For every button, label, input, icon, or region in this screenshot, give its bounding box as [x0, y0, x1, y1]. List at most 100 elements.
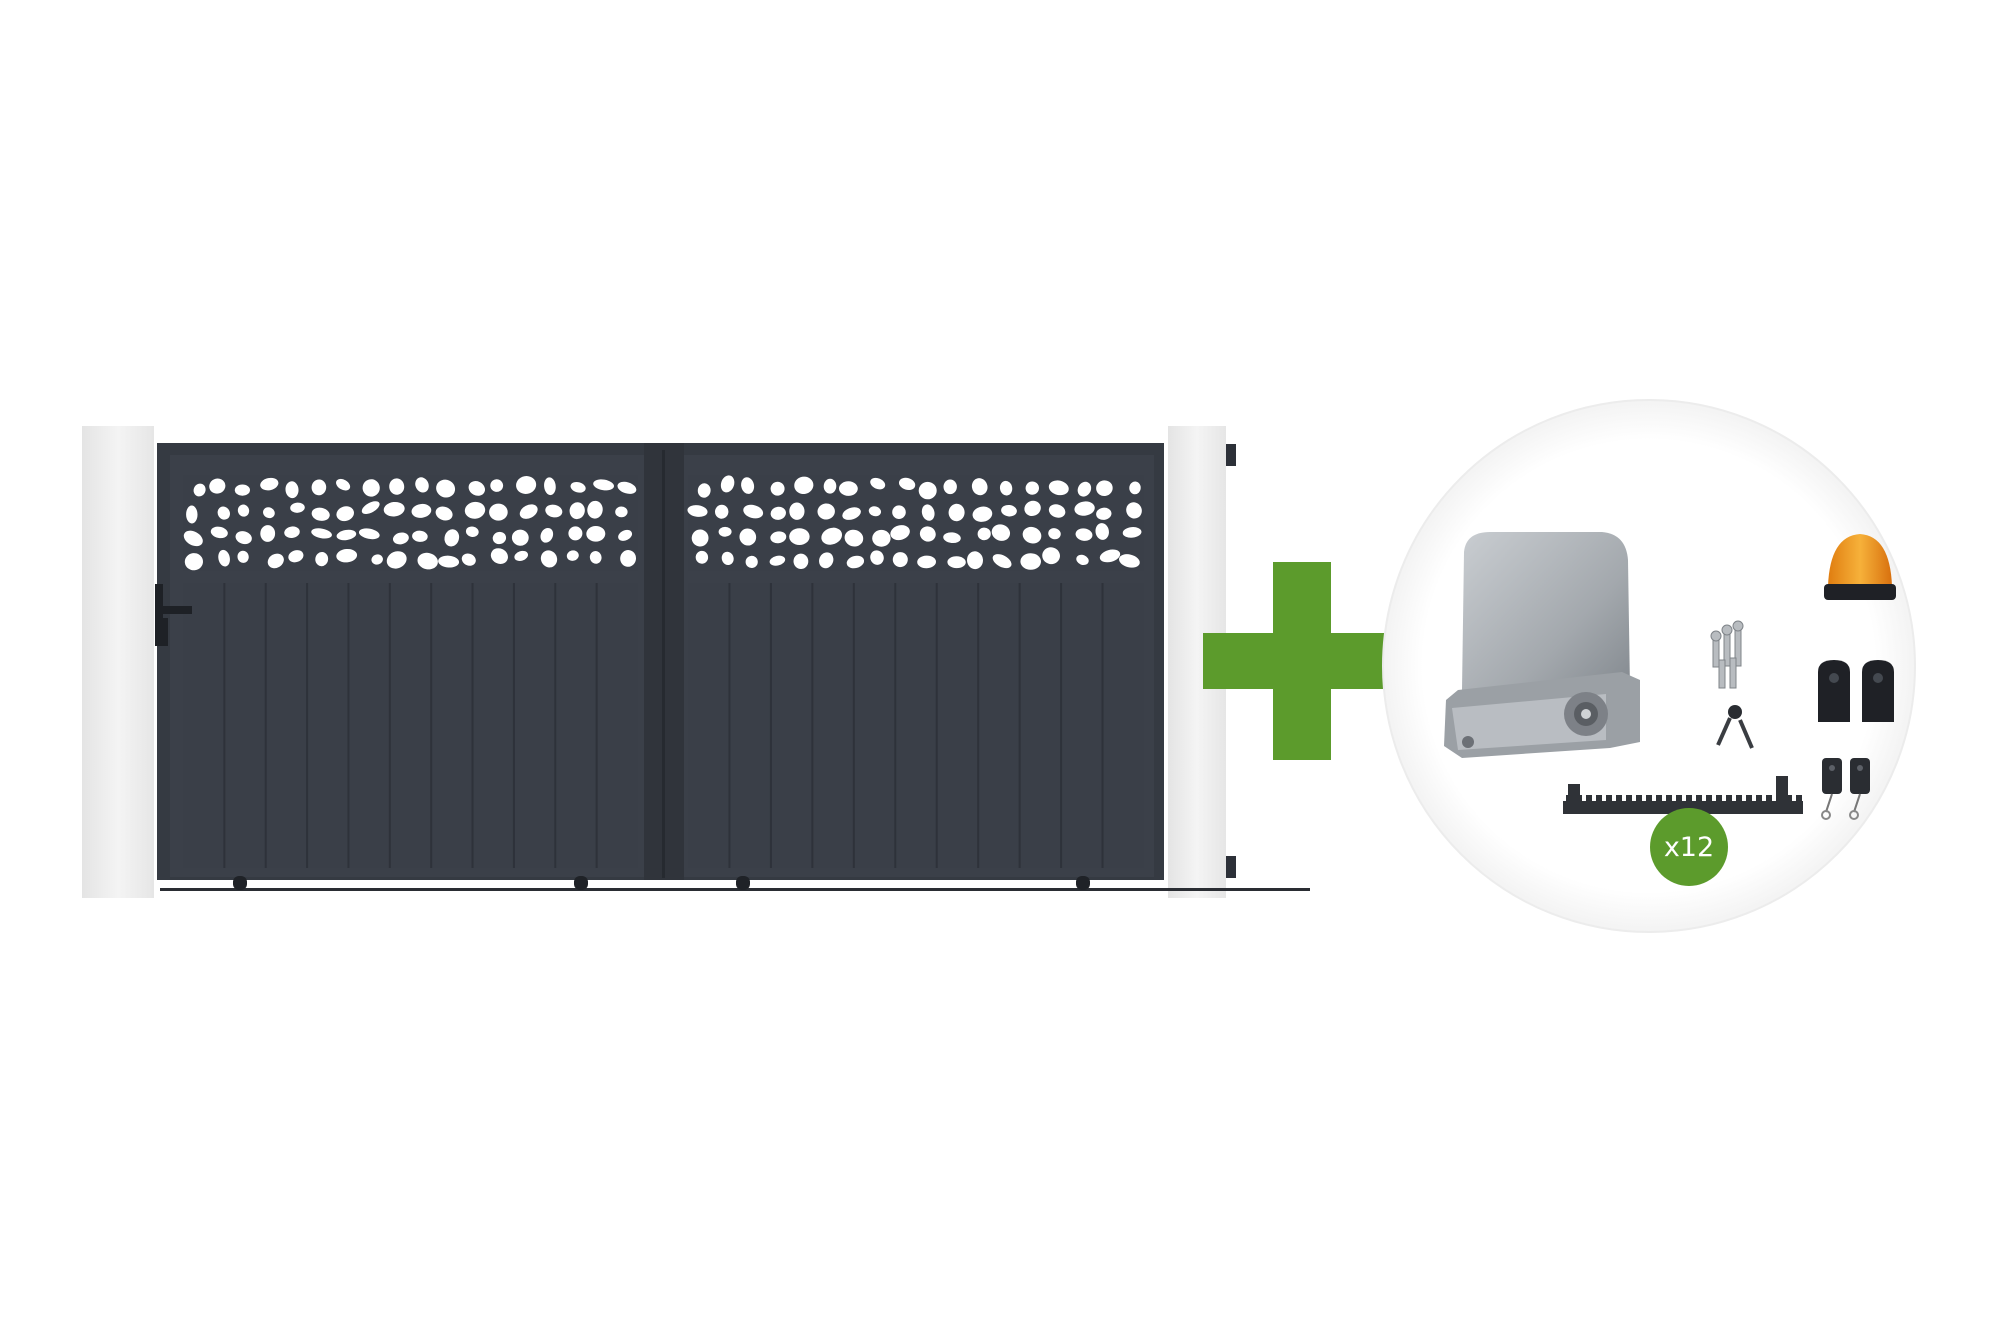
pebble-cutout — [492, 531, 507, 545]
pebble-cutout — [540, 550, 558, 568]
pebble-cutout — [741, 477, 755, 494]
pebble-cutout — [311, 528, 332, 539]
pebble-cutout — [412, 530, 428, 542]
pebble-cutout — [870, 550, 884, 565]
pebble-cutout — [617, 481, 637, 494]
pebble-cutout — [966, 551, 984, 570]
pebble-cutout — [743, 504, 764, 519]
plus-icon — [1203, 562, 1401, 760]
pebble-cutout — [714, 504, 729, 519]
pebble-cutout — [1122, 527, 1142, 538]
pebble-cutout — [284, 526, 300, 538]
pebble-cutout — [890, 525, 910, 541]
pebble-cutout — [947, 556, 966, 569]
pebble-cutout — [260, 525, 276, 542]
pebble-cutout — [362, 479, 380, 497]
pebble-cutout — [1129, 481, 1141, 495]
pebble-cutout — [1096, 507, 1112, 520]
pebble-cutout — [235, 531, 252, 545]
pebble-cutout — [1126, 502, 1142, 519]
pebble-cutout — [898, 477, 916, 491]
pebble-cutout — [1074, 501, 1095, 516]
gate-leaf-right — [684, 455, 1154, 877]
pebble-cutout — [210, 526, 228, 539]
pebble-cutout — [1042, 547, 1060, 565]
pebble-cutout — [770, 481, 785, 496]
pebble-cutout — [977, 527, 991, 541]
pebble-cutout — [991, 524, 1011, 541]
pebble-cutout — [948, 503, 965, 522]
pebble-cutout — [389, 478, 405, 495]
pebble-cutout — [234, 484, 250, 496]
pebble-cutout — [218, 549, 230, 567]
pebble-cutout — [1048, 480, 1069, 496]
pebble-cutout — [514, 550, 529, 561]
keys — [1716, 705, 1754, 749]
pebble-cutout — [237, 550, 249, 563]
pebble-cutout — [992, 554, 1012, 569]
pebble-cutout — [417, 552, 438, 570]
pebble-cutout — [589, 551, 602, 564]
pebble-cutout — [586, 525, 606, 542]
pebble-cutout — [540, 527, 554, 543]
sliding-gate — [82, 426, 1310, 898]
pebble-cutout — [919, 526, 936, 542]
pebble-cutout — [315, 552, 329, 567]
rack-tooth — [1796, 795, 1802, 802]
pebble-cutout — [336, 529, 357, 541]
pebble-cutout — [285, 481, 299, 499]
pebble-cutout — [587, 500, 603, 519]
pebble-cutout — [444, 529, 460, 547]
pebble-cutout — [311, 507, 330, 521]
pebble-cutout — [720, 475, 735, 493]
pebble-cutout — [1048, 528, 1061, 540]
rack-tooth — [1706, 795, 1712, 802]
gate-rollers — [233, 876, 1090, 890]
pebble-cutout — [436, 479, 456, 498]
pebble-cutout — [570, 481, 586, 493]
pebble-cutout — [461, 553, 476, 566]
pebble-cutout — [415, 477, 429, 493]
pebble-cutout — [336, 506, 354, 522]
rack-tooth — [1636, 795, 1642, 802]
pebble-cutout — [789, 528, 810, 545]
pebble-cutout — [336, 548, 358, 563]
pebble-cutout — [438, 555, 460, 568]
pebble-cutout — [593, 479, 615, 491]
pebble-cutout — [383, 501, 405, 517]
rack-tooth — [1606, 795, 1612, 802]
pebble-cutout — [615, 506, 628, 518]
pebble-cutout — [263, 507, 275, 519]
rack-tooth — [1726, 795, 1732, 802]
pebble-cutout — [490, 548, 508, 564]
pebble-cutout — [489, 503, 508, 521]
pebble-cutout — [721, 551, 734, 566]
pebble-cutout — [464, 501, 486, 519]
pebble-cutout — [1096, 480, 1113, 497]
pebble-cutout — [1099, 549, 1121, 563]
pebble-cutout — [943, 532, 961, 544]
pebble-pattern-right — [687, 475, 1144, 571]
pebble-cutout — [411, 503, 432, 518]
anchor-bolts — [1710, 620, 1744, 689]
pebble-cutout — [186, 505, 198, 524]
pebble-cutout — [267, 553, 284, 569]
pebble-cutout — [183, 530, 203, 547]
pebble-cutout — [892, 552, 908, 568]
pebble-cutout — [1076, 554, 1089, 566]
pebble-cutout — [697, 483, 711, 498]
motor-kit — [1382, 399, 1916, 933]
rack-quantity-badge: x12 — [1650, 808, 1728, 886]
pebble-cutout — [868, 506, 882, 517]
pebble-cutout — [519, 504, 538, 519]
pebble-cutout — [793, 553, 809, 569]
pebble-cutout — [770, 531, 787, 544]
pebble-cutout — [687, 505, 708, 517]
rack-tooth — [1626, 795, 1632, 802]
pebble-cutout — [1025, 481, 1039, 495]
pebble-cutout — [921, 504, 935, 521]
ground-rail — [160, 888, 1310, 891]
pebble-cutout — [1001, 504, 1017, 517]
gate-leaf-left — [170, 455, 644, 877]
gate-motor — [1444, 532, 1640, 758]
